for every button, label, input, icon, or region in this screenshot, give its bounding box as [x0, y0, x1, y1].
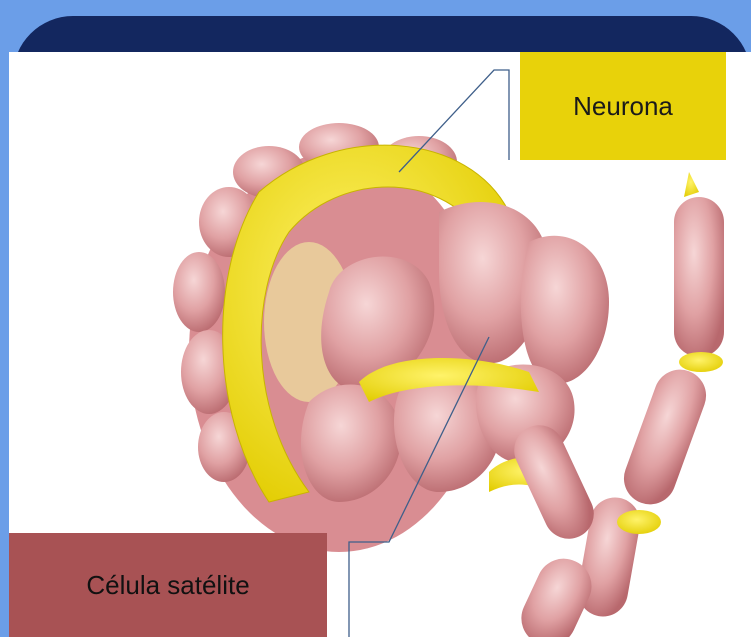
- label-neurona: Neurona: [520, 52, 726, 160]
- label-neurona-text: Neurona: [573, 91, 673, 122]
- label-celula-satelite: Célula satélite: [9, 533, 327, 637]
- label-celula-satelite-text: Célula satélite: [86, 570, 249, 601]
